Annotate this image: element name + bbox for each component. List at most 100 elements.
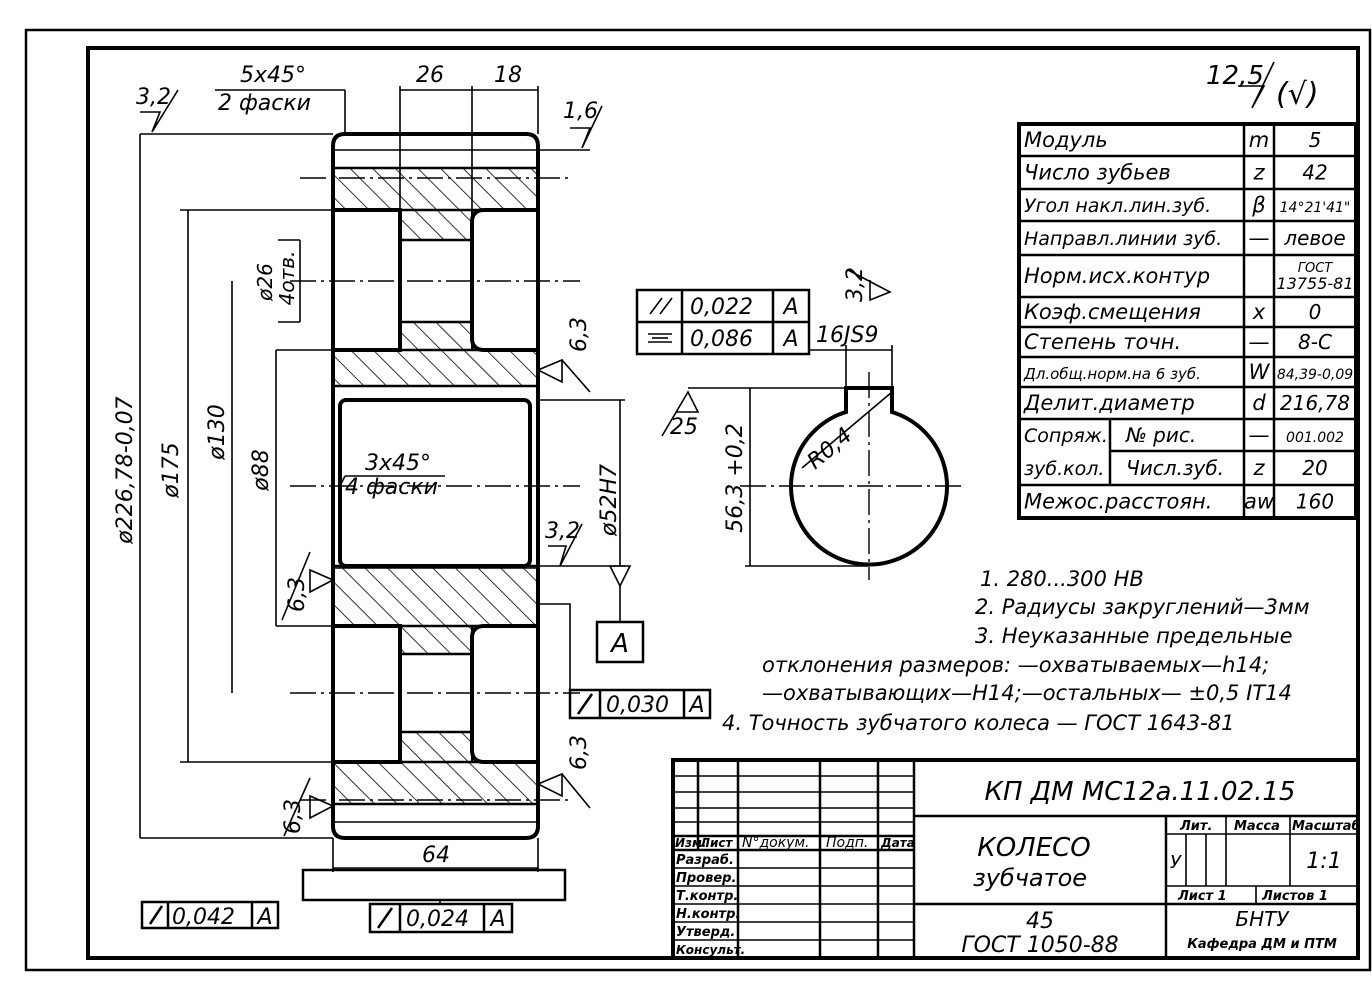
param-name: Дл.общ.норм.на 6 зуб.: [1023, 365, 1201, 383]
param-value: 160: [1296, 490, 1334, 514]
param-value: 42: [1302, 161, 1327, 185]
dim-56-label: 56,3 +0,2: [723, 423, 748, 532]
sheets-label: Листов 1: [1261, 889, 1328, 904]
param-symbol: W: [1249, 360, 1271, 384]
chamfer-bore-size: 3x45°: [365, 451, 431, 476]
note-line: 3. Неуказанные предельные: [975, 624, 1293, 648]
param-name: Норм.исх.контур: [1024, 264, 1210, 288]
rough-63-right-1: 6,3: [567, 317, 592, 352]
web-top-hatch-2: [399, 321, 473, 351]
lit-label: Лит.: [1179, 819, 1212, 834]
row-razrab: Разраб.: [676, 853, 734, 868]
scale-label: Масштаб: [1292, 819, 1361, 834]
row-tkontr: Т.контр.: [676, 889, 738, 904]
param-value: 84,39-0,09: [1277, 367, 1353, 383]
pocket-left-bottom: [333, 624, 402, 764]
param-name: Делит.диаметр: [1023, 391, 1195, 415]
radius-label: R0,4: [803, 423, 858, 474]
param-value: левое: [1283, 226, 1345, 250]
rough-25: 25: [670, 415, 698, 440]
param-name: Угол накл.лин.зуб.: [1024, 195, 1211, 217]
width-64-label: 64: [422, 843, 450, 868]
param-value: 001.002: [1286, 430, 1344, 446]
keyway-label: 16JS9: [816, 323, 878, 348]
hub-bottom-hatch: [331, 564, 540, 628]
param-symbol: —: [1249, 330, 1270, 354]
web-bottom-hatch: [399, 625, 473, 655]
base-plate: [301, 868, 567, 902]
row-utverd: Утверд.: [676, 925, 735, 940]
gear-section-view: [290, 132, 580, 902]
lit-value: У: [1170, 852, 1182, 873]
dim-26-label: 26: [416, 63, 444, 88]
d26-label: ø26: [253, 263, 277, 302]
rough-32-top: 3,2: [136, 85, 171, 110]
technical-notes: 1. 280...300 HB 2. Радиусы закруглений—3м…: [722, 567, 1310, 735]
param-name-2: № рис.: [1125, 423, 1196, 447]
general-roughness-bracket: (√): [1276, 77, 1319, 112]
row-prover: Провер.: [676, 871, 736, 886]
rough-16: 1,6: [563, 99, 598, 124]
param-value: 5: [1309, 128, 1322, 152]
param-name-2: Числ.зуб.: [1126, 456, 1224, 480]
param-value-2: 13755-81: [1276, 274, 1353, 293]
col-doc: N°докум.: [742, 835, 809, 851]
note-line: 1. 280...300 HB: [980, 567, 1144, 591]
dimensions-left: ø226,78-0,07 ø175 ø130 ø88 ø26 4отв. 26 …: [113, 63, 712, 934]
dept-label: Кафедра ДМ и ПТМ: [1187, 937, 1337, 952]
org-label: БНТУ: [1235, 907, 1290, 931]
dim-18-label: 18: [494, 63, 522, 88]
param-symbol: aw: [1244, 490, 1275, 514]
d52-label: ø52H7: [597, 464, 622, 537]
param-name: Число зубьев: [1024, 161, 1171, 185]
param-symbol: z: [1252, 456, 1265, 480]
param-value: 216,78: [1280, 391, 1350, 415]
rough-63-right-2: 6,3: [567, 735, 592, 770]
web-top-hatch: [399, 209, 473, 241]
mass-label: Масса: [1234, 819, 1280, 834]
param-symbol: d: [1252, 391, 1266, 415]
runout-030-datum: A: [687, 693, 704, 718]
param-name: Коэф.смещения: [1024, 300, 1201, 324]
designation: КП ДМ МС12а.11.02.15: [985, 777, 1296, 807]
col-list: Лист: [699, 836, 733, 850]
runout-024-value: 0,024: [406, 907, 469, 932]
tol-parallel-datum: A: [781, 295, 798, 320]
pocket-right-top: [470, 208, 538, 352]
material-std: ГОСТ 1050-88: [961, 933, 1118, 958]
param-symbol: β: [1251, 193, 1265, 217]
datum-a-label: A: [609, 629, 629, 659]
param-name: зуб.кол.: [1024, 458, 1104, 480]
bore: [338, 398, 532, 568]
note-line: 2. Радиусы закруглений—3мм: [975, 595, 1310, 619]
part-name: КОЛЕСО: [977, 833, 1091, 863]
web-bottom-hatch-2: [399, 731, 473, 763]
d88-label: ø88: [249, 449, 274, 491]
param-name: Сопряж.: [1024, 425, 1108, 447]
tol-parallel-value: 0,022: [690, 295, 753, 320]
chamfer-top-size: 5x45°: [240, 63, 306, 88]
param-name: Направл.линии зуб.: [1024, 228, 1222, 250]
pocket-left-top: [333, 208, 402, 352]
gear-outline: [331, 132, 540, 840]
sheet-label: Лист 1: [1177, 889, 1227, 904]
param-symbol: z: [1252, 161, 1265, 185]
param-value: ГОСТ: [1298, 261, 1334, 276]
param-name: Степень точн.: [1024, 330, 1181, 354]
rough-32-bore: 3,2: [545, 519, 580, 544]
runout-024-datum: A: [488, 907, 505, 932]
param-value: 8-C: [1298, 330, 1332, 354]
d175-label: ø175: [159, 442, 184, 498]
hub-top-hatch: [331, 348, 540, 388]
outer-frame: [24, 28, 1372, 972]
rim-bottom-hatch: [331, 760, 540, 806]
param-name: Межос.расстоян.: [1024, 490, 1212, 514]
row-nkontr: Н.контр.: [676, 907, 740, 922]
rim-top-hatch: [331, 166, 540, 212]
note-line: 4. Точность зубчатого колеса — ГОСТ 1643…: [722, 711, 1234, 735]
param-value: 14°21'41": [1280, 200, 1351, 216]
param-symbol: —: [1249, 423, 1270, 447]
runout-030-value: 0,030: [606, 693, 669, 718]
